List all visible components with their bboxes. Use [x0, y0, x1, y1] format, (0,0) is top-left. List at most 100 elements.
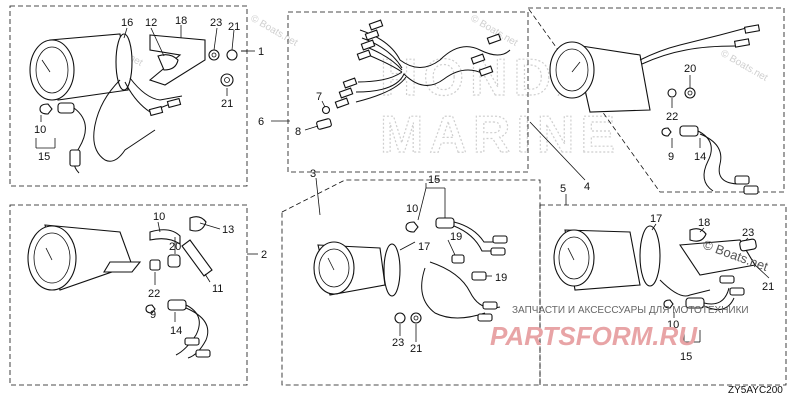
- base-2: [103, 261, 142, 273]
- callout-19b: 19: [495, 272, 507, 284]
- diagram-code: ZY5AYC200: [728, 385, 783, 396]
- callout-23c: 23: [742, 227, 754, 239]
- callout-15b: 15: [428, 174, 440, 186]
- connector-14: [679, 125, 699, 137]
- callout-17a: 17: [418, 241, 430, 253]
- callout-20a: 20: [684, 63, 696, 75]
- watermark-marine: MARINE: [380, 106, 621, 164]
- wire-harness-6: [316, 19, 511, 130]
- callout-9a: 9: [668, 151, 674, 163]
- callout-9b: 9: [150, 309, 156, 321]
- callout-8: 8: [295, 126, 301, 138]
- washer-22: [667, 88, 677, 98]
- callout-10c: 10: [406, 203, 418, 215]
- watermark-boats-2: © Boats.net: [469, 13, 520, 49]
- callout-21a: 21: [228, 21, 240, 33]
- callout-4: 4: [584, 181, 590, 193]
- wire-harness-1: [93, 79, 156, 162]
- tachometer-assembly-3: [313, 217, 508, 324]
- terminal-7: [321, 105, 331, 115]
- frame-group-4: [527, 7, 785, 193]
- ring-17-5: [639, 225, 661, 287]
- callout-15c: 15: [680, 351, 692, 363]
- washer-23: [208, 49, 220, 61]
- gauge-face-3: [313, 241, 355, 295]
- callouts-group-3: 3 15 10 17 19 19 23 21: [310, 168, 507, 355]
- connector-14-2: [167, 299, 187, 311]
- gauge-face: [29, 39, 75, 101]
- callout-14a: 14: [694, 151, 706, 163]
- callouts-group-1: 16 12 18 23 21 1 21 10 15: [34, 15, 264, 163]
- nut-20-2: [167, 254, 181, 268]
- connector-15: [57, 102, 75, 114]
- gauge-face-5: [553, 229, 595, 287]
- gauge-ring-16: [115, 33, 133, 91]
- callouts-group-5: 5 17 18 23 21 10 15: [560, 183, 774, 363]
- clip-10: [39, 103, 53, 115]
- gauge-face-4: [549, 41, 595, 99]
- watermark: HONDA MARINE © Boats.net © Boats.net © B…: [94, 13, 770, 165]
- tachometer-assembly-2: [27, 216, 213, 359]
- washer-23-3: [394, 312, 406, 324]
- clip-10-3: [405, 221, 419, 233]
- nut-21-3: [410, 312, 422, 324]
- callout-21b: 21: [221, 98, 233, 110]
- watermark-boats-3: © Boats.net: [719, 48, 770, 84]
- frame-group-2: [9, 204, 248, 386]
- ring-17-3: [383, 243, 401, 297]
- tachometer-assembly-5: © Boats.net: [553, 225, 770, 311]
- frame-group-6: [287, 11, 529, 173]
- callout-7: 7: [316, 91, 322, 103]
- callout-22b: 22: [148, 288, 160, 300]
- callout-17b: 17: [650, 213, 662, 225]
- frame-group-1: [9, 5, 248, 187]
- nut-21b: [220, 73, 234, 87]
- hose-10: [149, 229, 181, 246]
- callout-21d: 21: [762, 281, 774, 293]
- sleeve-8: [316, 118, 332, 130]
- tube-11: [181, 239, 213, 277]
- callout-10a: 10: [34, 124, 46, 136]
- ru-caption: ЗАПЧАСТИ И АКСЕССУАРЫ ДЛЯ МОТОТЕХНИКИ: [512, 305, 749, 316]
- callout-6: 6: [258, 116, 264, 128]
- partsform-logo: PARTSFORM.RU: [490, 321, 698, 351]
- callout-1: 1: [258, 46, 264, 58]
- callout-23b: 23: [392, 337, 404, 349]
- callout-19a: 19: [450, 231, 462, 243]
- connector-15-3: [435, 217, 455, 229]
- callout-21c: 21: [410, 343, 422, 355]
- callout-10b: 10: [153, 211, 165, 223]
- frame-group-3: [281, 179, 541, 386]
- nut-21a: [226, 49, 238, 61]
- watermark-boats-4: © Boats.net: [249, 13, 300, 49]
- callout-14b: 14: [170, 325, 182, 337]
- clip-9b: [145, 304, 156, 314]
- callout-18a: 18: [175, 15, 187, 27]
- callout-16: 16: [121, 17, 133, 29]
- callout-20b: 20: [169, 241, 181, 253]
- callouts-group-6: 6 7 8: [258, 91, 326, 138]
- callout-3: 3: [310, 168, 316, 180]
- callout-11: 11: [212, 283, 223, 295]
- clamp-12: [157, 54, 179, 71]
- callouts-group-4: 4 20 22 9 14: [529, 63, 706, 193]
- callout-13: 13: [222, 224, 234, 236]
- nut-20: [684, 87, 696, 99]
- callout-15a: 15: [38, 151, 50, 163]
- washer-22-2: [149, 259, 161, 271]
- group-frames: [9, 5, 787, 386]
- clip-13: [189, 216, 207, 232]
- gauge-face-2: [27, 225, 77, 291]
- tachometer-assembly-1: [29, 33, 238, 174]
- callout-10d: 10: [667, 319, 679, 331]
- clip-9a: [661, 127, 672, 137]
- callout-5: 5: [560, 183, 566, 195]
- callout-2: 2: [261, 249, 267, 261]
- callout-18b: 18: [698, 217, 710, 229]
- tachometer-assembly-4: [549, 24, 761, 195]
- clip-10-5: [663, 299, 674, 309]
- bolt-19b: [471, 271, 487, 281]
- bolt-19a: [451, 254, 465, 264]
- callouts-group-2: 10 13 20 11 2 22 9 14: [148, 211, 267, 337]
